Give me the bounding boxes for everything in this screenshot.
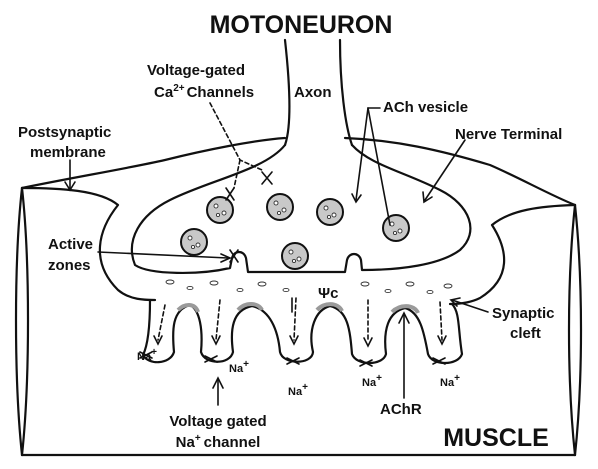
sodium-channels — [140, 352, 445, 366]
ca-channel-1 — [226, 188, 234, 200]
psi-c-label: Ψc — [318, 285, 338, 302]
fold-arrow-1 — [158, 305, 165, 340]
vesicle-4 — [383, 215, 409, 241]
muscle-left-end — [16, 188, 22, 455]
synaptic-cleft-label-line2: cleft — [510, 325, 541, 342]
postsynaptic-label-line2: membrane — [30, 144, 106, 161]
fold-arrow-2 — [216, 300, 220, 340]
synaptic-cleft-label-line1: Synaptic — [492, 305, 555, 322]
muscle-right-end — [569, 205, 575, 455]
ach-vesicle-label: ACh vesicle — [383, 99, 468, 116]
vesicle-2 — [267, 194, 293, 220]
active-zone-pointer — [98, 252, 228, 258]
muscle-fiber — [16, 138, 581, 455]
na-label-2: Na+ — [229, 359, 249, 375]
fold-arrow-3 — [294, 298, 296, 340]
axon-label: Axon — [294, 84, 332, 101]
fold-arrow-5 — [440, 302, 442, 340]
labels: MOTONEURON Voltage-gated Ca2+Channels Ax… — [18, 11, 562, 452]
na-label-1: Na+ — [137, 347, 157, 363]
muscle-label: MUSCLE — [443, 424, 549, 452]
ca-channel-3 — [230, 250, 238, 262]
na-label-3: Na+ — [288, 382, 308, 398]
axon-left — [285, 40, 290, 145]
nerve-terminal-label: Nerve Terminal — [455, 126, 562, 143]
na-label-5: Na+ — [440, 373, 460, 389]
active-zones-label-line2: zones — [48, 257, 91, 274]
postsynaptic-label-line1: Postsynaptic — [18, 124, 111, 141]
muscle-left-end-inner — [22, 188, 28, 455]
vgcc-label-line1: Voltage-gated — [147, 62, 245, 79]
active-zones-label-line1: Active — [48, 236, 93, 253]
vgcc-label-ca: Ca2+Channels — [154, 83, 254, 101]
vgna-label-line2: Na+channel — [176, 433, 261, 451]
synaptic-cleft-particles — [166, 280, 452, 294]
axon-right — [340, 40, 352, 145]
vgna-label-line1: Voltage gated — [169, 413, 266, 430]
junctional-folds — [143, 300, 462, 363]
muscle-right-end-inner — [575, 205, 581, 455]
vgcc-pointer — [210, 103, 262, 170]
ca-channel-2 — [262, 172, 272, 184]
title-label: MOTONEURON — [210, 11, 393, 39]
calcium-channels — [226, 172, 272, 262]
vesicle-6 — [282, 243, 308, 269]
vesicle-5 — [181, 229, 207, 255]
vesicle-3 — [317, 199, 343, 225]
na-label-4: Na+ — [362, 373, 382, 389]
achr-label: AChR — [380, 401, 422, 418]
vesicle-1 — [207, 197, 233, 223]
